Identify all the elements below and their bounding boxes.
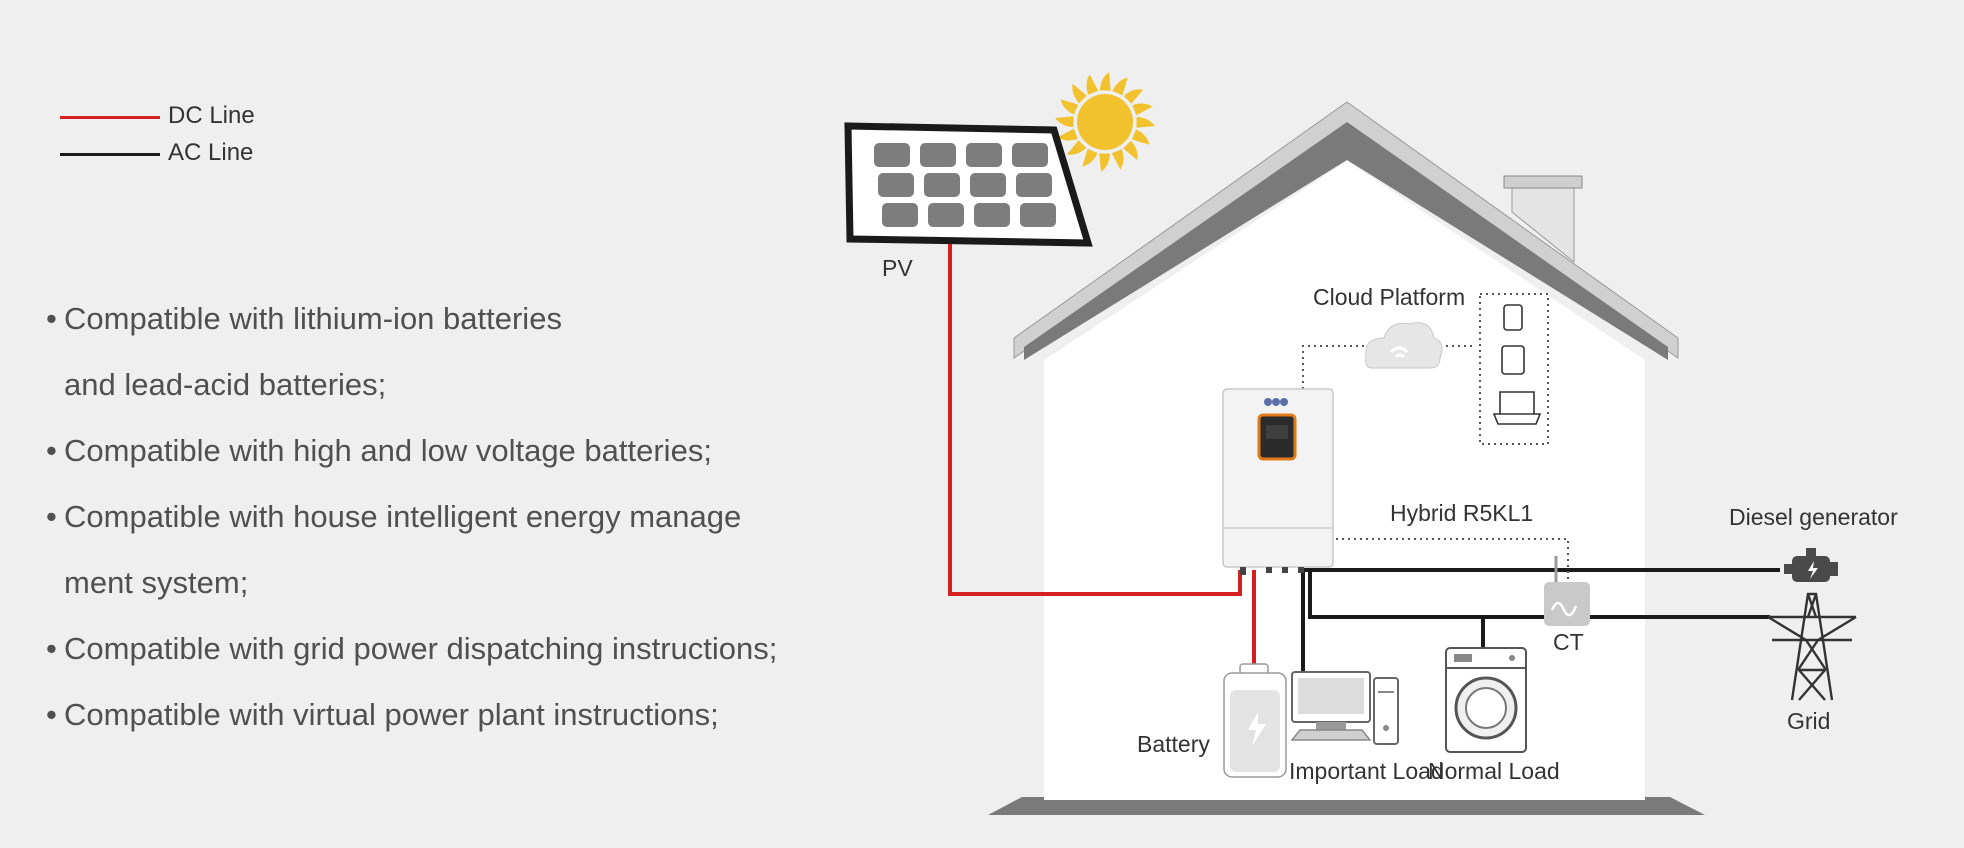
sun-ray bbox=[1131, 129, 1150, 145]
pv-cell bbox=[1020, 203, 1056, 227]
solar-panel-icon bbox=[844, 122, 1093, 247]
washing-machine-icon bbox=[1445, 647, 1527, 753]
chimney-cap bbox=[1503, 175, 1583, 189]
house-floor bbox=[988, 797, 1705, 815]
feature-text: Compatible with high and low voltage bat… bbox=[64, 433, 712, 468]
house-wall bbox=[1044, 161, 1645, 800]
feature-text: and lead-acid batteries; bbox=[64, 367, 387, 402]
pv-cell bbox=[970, 173, 1006, 197]
sun-ray bbox=[1099, 72, 1111, 91]
diesel-generator-icon bbox=[1784, 548, 1838, 582]
cloud-icon bbox=[1365, 322, 1443, 369]
computer-icon bbox=[1290, 671, 1399, 745]
feature-list: •Compatible with lithium-ion batteries a… bbox=[46, 286, 806, 748]
sun-ray bbox=[1066, 140, 1087, 155]
sun-ray bbox=[1112, 77, 1128, 96]
feature-item: •Compatible with high and low voltage ba… bbox=[46, 418, 806, 484]
pv-cell bbox=[920, 143, 956, 167]
battery-icon bbox=[1223, 663, 1287, 778]
pv-cell bbox=[882, 203, 918, 227]
diesel-generator-label: Diesel generator bbox=[1729, 504, 1898, 530]
house bbox=[988, 101, 1705, 815]
sun-ray bbox=[1072, 83, 1087, 104]
pv-cell bbox=[924, 173, 960, 197]
cloud-platform-label: Cloud Platform bbox=[1313, 284, 1466, 310]
legend-label: AC Line bbox=[168, 139, 254, 166]
pv-label: PV bbox=[882, 255, 913, 281]
sun-ray bbox=[1136, 116, 1155, 128]
grid-label: Grid bbox=[1787, 708, 1831, 734]
pv-dc-line bbox=[948, 244, 1242, 596]
pv-cell bbox=[974, 203, 1010, 227]
grid-tower-icon bbox=[1767, 592, 1857, 701]
bullet: • bbox=[46, 301, 57, 336]
feature-item-continuation: ment system; bbox=[46, 550, 806, 616]
inverter-label: Hybrid R5KL1 bbox=[1390, 500, 1534, 526]
feature-item: •Compatible with house intelligent energ… bbox=[46, 484, 806, 550]
feature-text: Compatible with lithium-ion batteries bbox=[64, 301, 562, 336]
important-load-label: Important Load bbox=[1289, 758, 1444, 784]
bullet: • bbox=[46, 631, 57, 666]
normal-load-label: Normal Load bbox=[1428, 758, 1560, 784]
pv-cell bbox=[878, 173, 914, 197]
devices bbox=[1492, 304, 1542, 425]
ac-lines bbox=[1300, 568, 1780, 680]
dc-lines bbox=[948, 244, 1256, 664]
hybrid-inverter bbox=[1222, 388, 1334, 575]
feature-text: Compatible with grid power dispatching i… bbox=[64, 631, 778, 666]
laptop-icon bbox=[1492, 391, 1542, 425]
feature-item: •Compatible with lithium-ion batteries bbox=[46, 286, 806, 352]
sun-ray bbox=[1099, 153, 1111, 172]
sun-ray bbox=[1086, 74, 1099, 95]
ct-label: CT bbox=[1553, 629, 1584, 655]
sun-ray bbox=[1060, 99, 1079, 115]
tablet-icon bbox=[1501, 345, 1525, 375]
ac-line-swatch bbox=[60, 153, 160, 156]
phone-icon bbox=[1503, 304, 1523, 331]
sun-ray bbox=[1057, 128, 1078, 141]
dc-line-swatch bbox=[60, 116, 160, 119]
feature-text: Compatible with virtual power plant inst… bbox=[64, 697, 719, 732]
ct-sensor-icon bbox=[1544, 556, 1590, 626]
pv-cell bbox=[1016, 173, 1052, 197]
feature-text: Compatible with house intelligent energy… bbox=[64, 499, 742, 534]
pv-cell bbox=[1012, 143, 1048, 167]
feature-item-continuation: and lead-acid batteries; bbox=[46, 352, 806, 418]
feature-item: •Compatible with virtual power plant ins… bbox=[46, 682, 806, 748]
bullet: • bbox=[46, 499, 57, 534]
sun-ray bbox=[1082, 148, 1098, 167]
feature-item: •Compatible with grid power dispatching … bbox=[46, 616, 806, 682]
sun-ray bbox=[1055, 116, 1074, 128]
pv-cell bbox=[874, 143, 910, 167]
sun-icon bbox=[1055, 72, 1155, 172]
pv-cell bbox=[928, 203, 964, 227]
legend-label: DC Line bbox=[168, 102, 255, 129]
pv-cell bbox=[966, 143, 1002, 167]
grid-ac-line bbox=[1308, 570, 1770, 619]
sun-ray bbox=[1111, 149, 1124, 170]
bullet: • bbox=[46, 697, 57, 732]
sun-ray bbox=[1132, 103, 1153, 116]
communication-lines bbox=[1302, 293, 1569, 583]
battery-label: Battery bbox=[1137, 731, 1210, 757]
sun-ray bbox=[1123, 140, 1138, 161]
bullet: • bbox=[46, 433, 57, 468]
sun-ray bbox=[1123, 89, 1144, 104]
feature-text: ment system; bbox=[64, 565, 249, 600]
